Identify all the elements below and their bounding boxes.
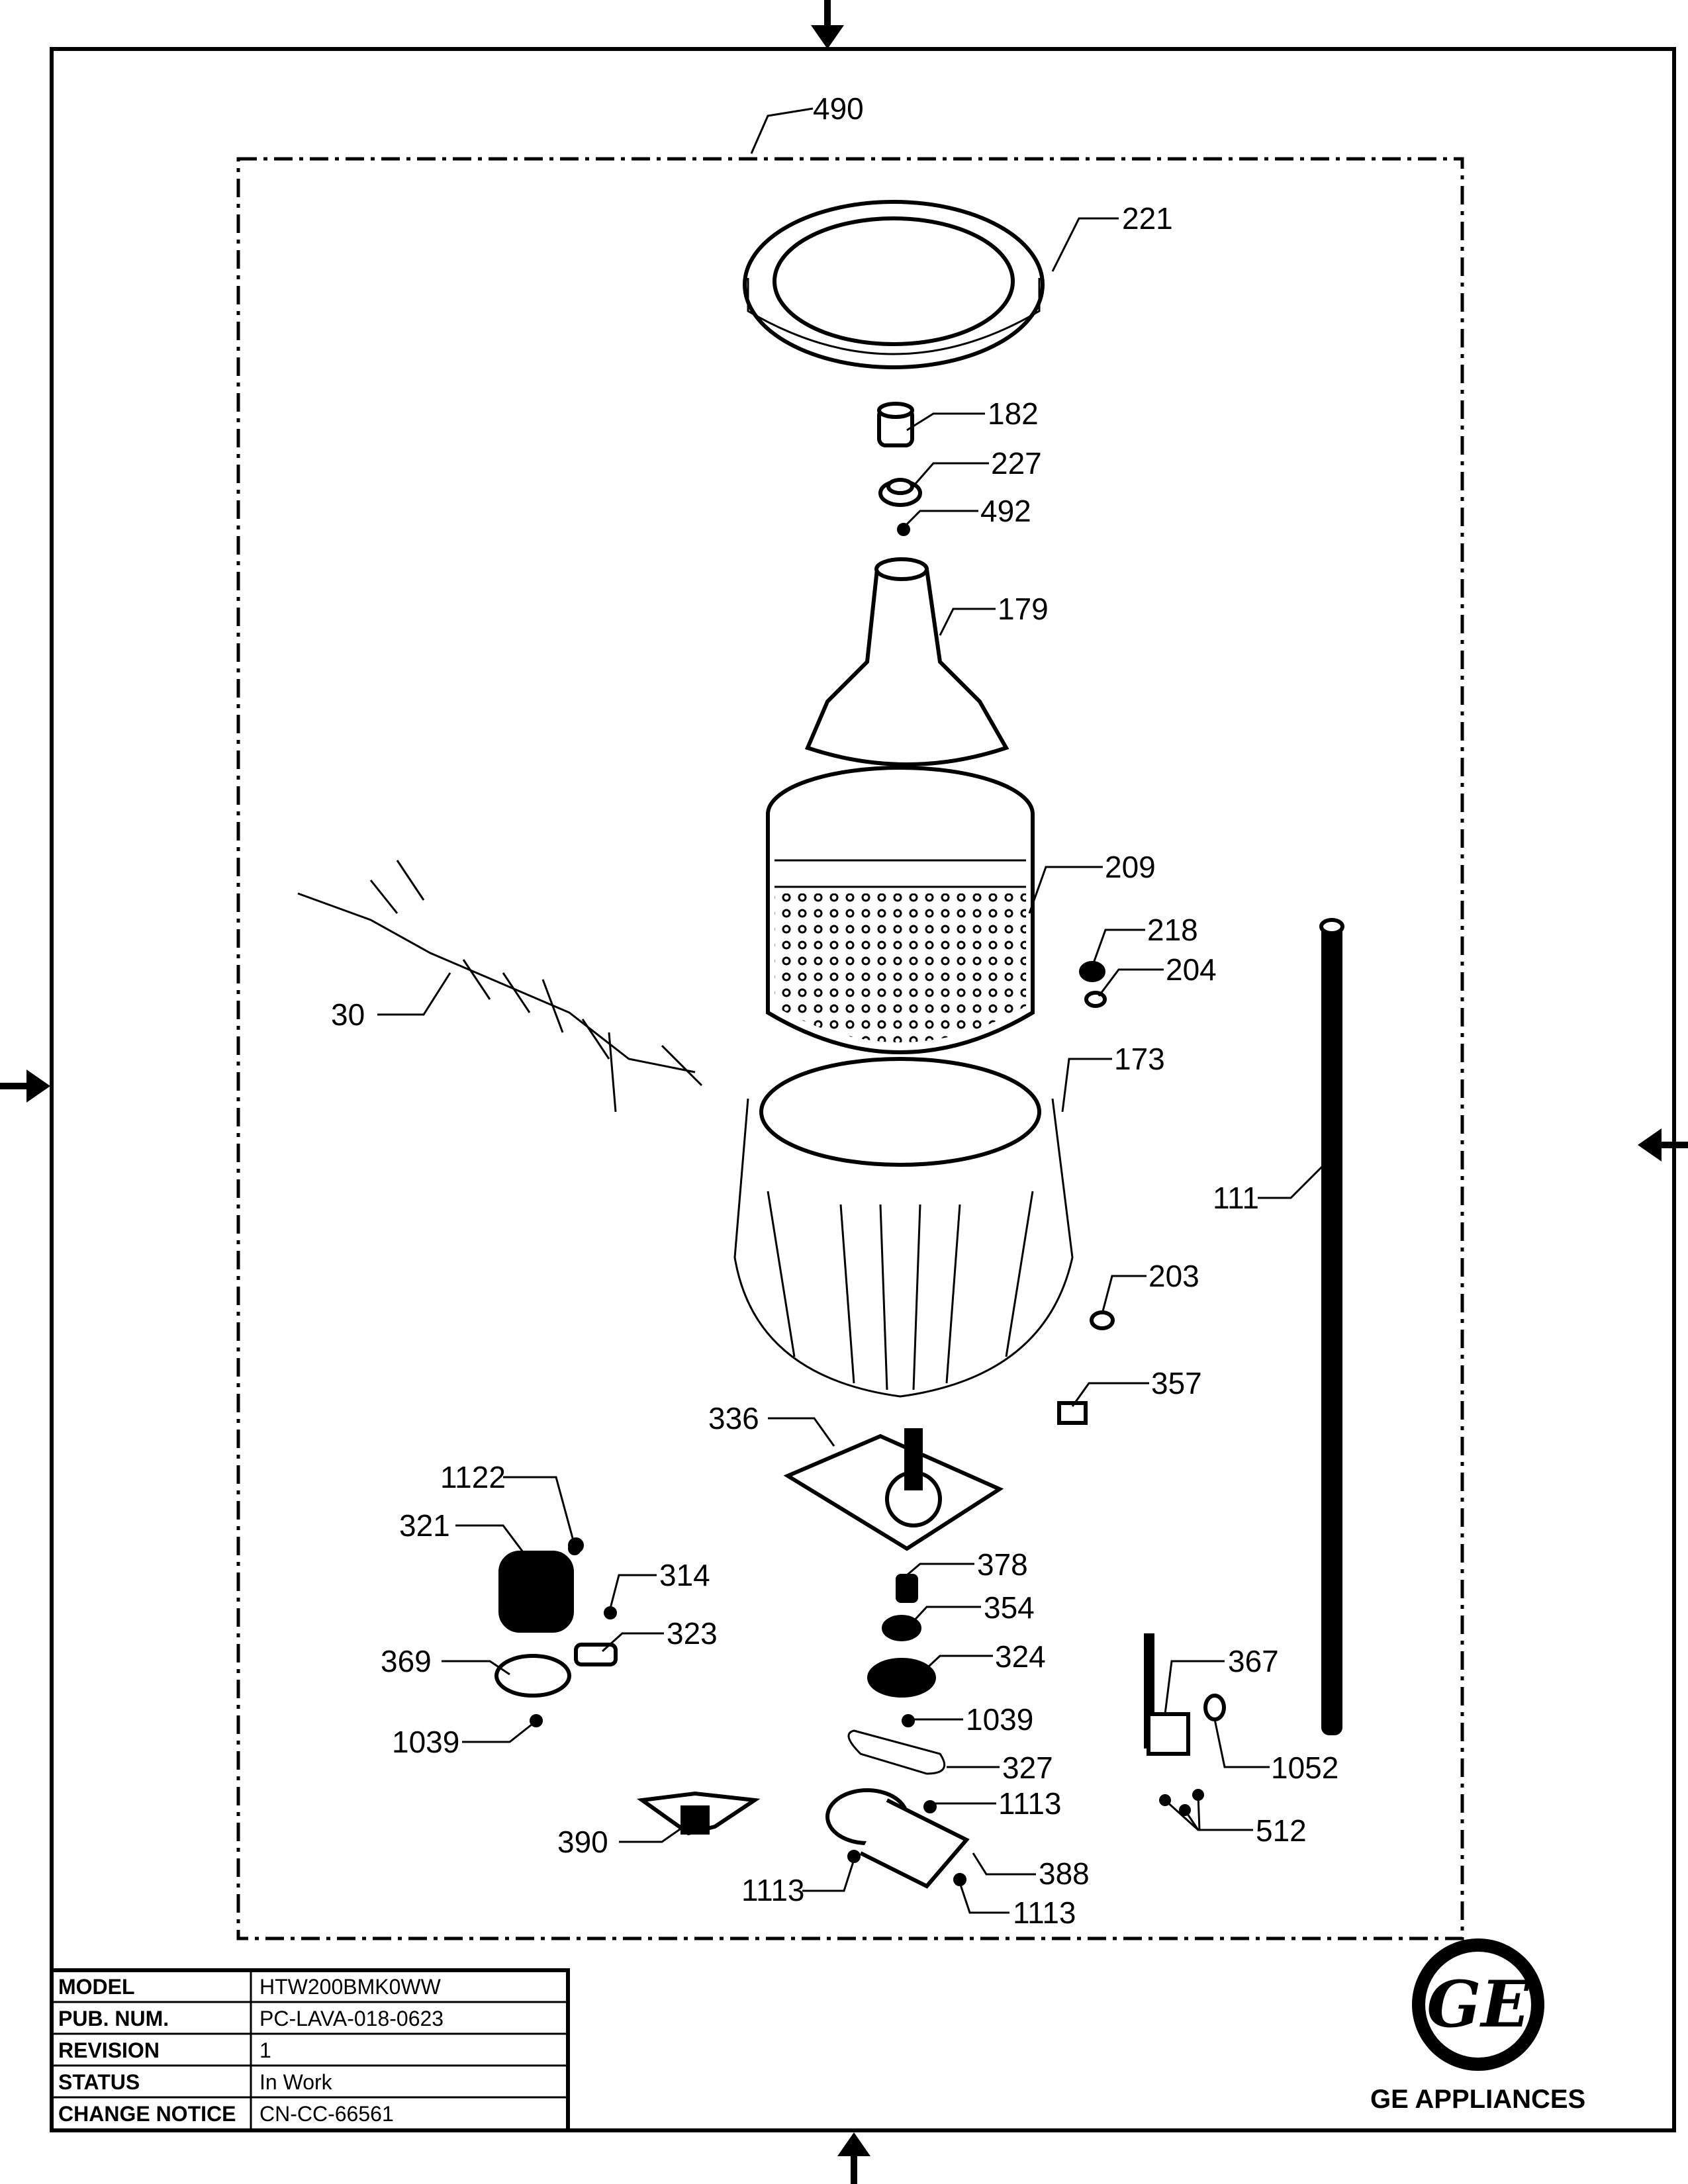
callout-388: 388 — [1039, 1856, 1090, 1891]
callout-321: 321 — [399, 1508, 450, 1543]
callout-367: 367 — [1228, 1644, 1279, 1678]
callout-209: 209 — [1105, 850, 1156, 884]
callout-323: 323 — [667, 1616, 718, 1651]
part-388-pump — [825, 1788, 970, 1889]
callout-1113-c: 1113 — [1013, 1895, 1076, 1930]
part-323 — [574, 1643, 618, 1666]
part-209-basket — [766, 766, 1035, 1054]
callout-218: 218 — [1147, 913, 1198, 947]
callout-492: 492 — [980, 494, 1031, 528]
part-1052 — [1203, 1694, 1226, 1721]
brand-name: GE APPLIANCES — [1370, 2085, 1585, 2114]
callout-1122: 1122 — [440, 1460, 506, 1494]
part-354 — [882, 1615, 921, 1641]
center-arrow-top — [811, 0, 844, 49]
title-value-pub-num: PC-LAVA-018-0623 — [259, 2007, 444, 2030]
svg-text:GE: GE — [1427, 1967, 1530, 2042]
title-value-revision: 1 — [259, 2038, 271, 2062]
part-369-pulley — [494, 1654, 571, 1698]
part-390 — [637, 1791, 761, 1836]
callout-512: 512 — [1256, 1813, 1307, 1848]
title-label-change-notice: CHANGE NOTICE — [58, 2102, 236, 2126]
callout-327: 327 — [1002, 1751, 1053, 1785]
part-314 — [604, 1606, 617, 1619]
callout-111: 111 — [1213, 1181, 1259, 1215]
part-324 — [867, 1658, 936, 1698]
callout-1039-motor: 1039 — [392, 1725, 459, 1759]
part-179-agitator — [804, 557, 1009, 766]
callout-227: 227 — [991, 446, 1042, 480]
callout-179: 179 — [998, 592, 1049, 626]
part-204 — [1084, 991, 1107, 1008]
callout-354: 354 — [984, 1590, 1035, 1625]
callout-221: 221 — [1122, 201, 1173, 236]
title-value-status: In Work — [259, 2070, 333, 2094]
callout-357: 357 — [1151, 1366, 1202, 1400]
part-203 — [1090, 1310, 1115, 1330]
center-arrow-right — [1638, 1128, 1688, 1161]
title-label-status: STATUS — [58, 2070, 140, 2094]
part-218 — [1079, 961, 1105, 982]
title-label-model: MODEL — [58, 1975, 135, 1999]
part-367-valve — [1144, 1633, 1190, 1756]
callout-369: 369 — [381, 1644, 432, 1678]
title-value-change-notice: CN-CC-66561 — [259, 2102, 394, 2126]
part-378 — [896, 1574, 918, 1603]
callout-203: 203 — [1149, 1259, 1199, 1293]
callout-1052: 1052 — [1271, 1751, 1338, 1785]
part-357 — [1057, 1401, 1088, 1425]
leader-lines — [377, 107, 1325, 1914]
ge-logo: GE — [1412, 1938, 1544, 2071]
part-492 — [897, 523, 910, 536]
callout-1113-a: 1113 — [998, 1786, 1062, 1821]
callout-1113-b: 1113 — [741, 1873, 805, 1907]
part-182 — [877, 402, 914, 447]
part-30-wire-harness — [297, 860, 703, 1113]
title-label-revision: REVISION — [58, 2038, 160, 2062]
outer-border — [50, 47, 1676, 2132]
callout-490: 490 — [813, 91, 864, 126]
part-111-rod — [1319, 918, 1344, 1735]
part-1039-shaft — [902, 1714, 915, 1727]
part-327-belt — [847, 1729, 946, 1775]
callout-390: 390 — [557, 1825, 608, 1859]
callout-378: 378 — [977, 1547, 1028, 1582]
part-336-mounting-plate — [783, 1428, 1004, 1551]
callout-1039-shaft: 1039 — [966, 1702, 1033, 1737]
callout-314: 314 — [659, 1558, 710, 1592]
callout-204: 204 — [1166, 952, 1217, 987]
title-block: MODEL HTW200BMK0WW PUB. NUM. PC-LAVA-018… — [50, 1968, 570, 2132]
callout-182: 182 — [988, 396, 1039, 431]
title-value-model: HTW200BMK0WW — [259, 1975, 442, 1999]
center-arrow-left — [0, 1069, 50, 1103]
center-arrow-bottom — [837, 2132, 870, 2184]
callout-30: 30 — [331, 997, 365, 1032]
part-1113-a — [923, 1800, 937, 1813]
callout-324: 324 — [995, 1639, 1046, 1674]
title-label-pub-num: PUB. NUM. — [58, 2007, 169, 2030]
assembly-boundary-490 — [236, 157, 1464, 1940]
callout-336: 336 — [708, 1401, 759, 1435]
part-173-tub — [733, 1057, 1074, 1398]
part-221-tub-cover — [743, 200, 1045, 369]
callout-173: 173 — [1114, 1042, 1165, 1076]
part-227 — [878, 478, 922, 507]
